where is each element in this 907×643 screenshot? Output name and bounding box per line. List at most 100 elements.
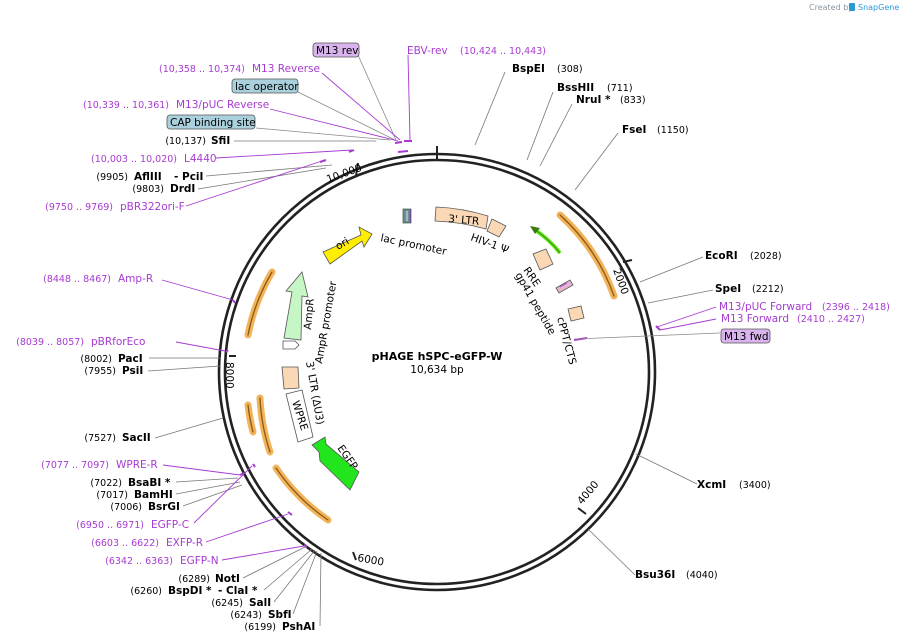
- enzyme-bsshii-pos: (711): [607, 83, 633, 94]
- cap-binding-label: CAP binding site: [170, 117, 256, 129]
- primer-m13-reverse: M13 Reverse: [252, 63, 320, 75]
- primer-pbr322ori-f-pos: (9750 .. 9769): [45, 202, 113, 213]
- primer-pbrforeco: pBRforEco: [91, 336, 145, 348]
- egfp-arrow: [311, 436, 360, 491]
- primer-egfp-c: EGFP-C: [151, 519, 189, 531]
- enzyme-spei: SpeI: [715, 283, 741, 295]
- enzyme-drdi-pos: (9803): [132, 184, 164, 195]
- enzyme-paci-pos: (8002): [80, 354, 112, 365]
- snapgene-logo-icon: [849, 3, 855, 11]
- primer-m13-puc-forward: M13/pUC Forward: [719, 301, 812, 313]
- m13-rev-box: [312, 42, 360, 58]
- enzyme-bspei: BspEI: [512, 63, 545, 75]
- ltr-au3-box: [281, 366, 300, 390]
- primer-amp-r: Amp-R: [118, 273, 153, 285]
- ltr3-label: 3' LTR: [448, 213, 480, 228]
- snapgene-logo-text: SnapGene: [858, 3, 899, 12]
- primer-wpre-r: WPRE-R: [116, 459, 158, 471]
- enzyme-bspei-pos: (308): [557, 64, 583, 75]
- wpre-box: [285, 389, 314, 443]
- ori-label: ori: [334, 235, 352, 252]
- inner-features: 3' LTR HIV-1 Ψ RRE gp41 peptide cPPT/CTS…: [281, 206, 585, 491]
- enzyme-nrui: NruI *: [576, 94, 611, 106]
- enzyme-psii-pos: (7955): [84, 366, 116, 377]
- enzyme-fsei-pos: (1150): [657, 125, 689, 136]
- lac-operator-box: [231, 78, 299, 94]
- lac-promoter-label: lac promoter: [379, 232, 448, 258]
- enzyme-bsu36i-pos: (4040): [686, 570, 718, 581]
- ori-arrow: [322, 226, 373, 265]
- primer-ebv-rev: EBV-rev: [407, 45, 448, 57]
- enzyme-leaders: [147, 71, 714, 627]
- enzyme-drdi: DrdI: [170, 183, 195, 195]
- primer-pbrforeco-pos: (8039 .. 8057): [16, 337, 84, 348]
- primer-egfp-c-pos: (6950 .. 6971): [76, 520, 144, 531]
- enzyme-bsshii: BssHII: [557, 82, 594, 94]
- enzyme-noti-pos: (6289): [178, 574, 210, 585]
- enzyme-bsu36i: Bsu36I: [635, 569, 675, 581]
- enzyme-pcii: - PciI: [174, 171, 203, 183]
- enzyme-clai: - ClaI *: [218, 585, 258, 597]
- enzyme-nrui-pos: (833): [620, 95, 646, 106]
- tick-label-4000: 4000: [575, 479, 601, 507]
- hiv-psi-box: [486, 218, 507, 238]
- enzyme-fsei: FseI: [622, 124, 646, 136]
- scale-ticks: [229, 146, 633, 561]
- primer-ebv-rev-pos: (10,424 .. 10,443): [460, 46, 546, 57]
- enzyme-spei-pos: (2212): [752, 284, 784, 295]
- primer-pbr322ori-f: pBR322ori-F: [120, 201, 185, 213]
- enzyme-bspdi: BspDI *: [168, 585, 212, 597]
- enzyme-pshai-pos: (6199): [244, 622, 276, 633]
- enzyme-sali-pos: (6245): [211, 598, 243, 609]
- ampr-promoter-label: AmpR promoter: [313, 280, 339, 365]
- primer-amp-r-pos: (8448 .. 8467): [43, 274, 111, 285]
- plasmid-name: pHAGE hSPC-eGFP-W: [372, 350, 503, 363]
- cppt-label: cPPT/CTS: [554, 316, 578, 367]
- plasmid-length: 10,634 bp: [410, 364, 464, 376]
- enzyme-bsrgi-pos: (7006): [110, 502, 142, 513]
- credit-prefix: Created by: [809, 3, 853, 12]
- enzyme-sacii: SacII: [122, 432, 151, 444]
- enzyme-bsabi: BsaBI *: [128, 477, 171, 489]
- primer-l4440-pos: (10,003 .. 10,020): [91, 154, 177, 165]
- primer-m13-reverse-pos: (10,358 .. 10,374): [159, 64, 245, 75]
- primer-exfp-r-pos: (6603 .. 6622): [91, 538, 159, 549]
- enzyme-xcmi: XcmI: [697, 479, 726, 491]
- box-leaders: [255, 54, 721, 340]
- enzyme-paci: PacI: [118, 353, 143, 365]
- m13-fwd-box: [720, 328, 771, 344]
- ltr3-box: [434, 206, 489, 230]
- enzyme-pshai: PshAI: [282, 621, 315, 633]
- primer-egfp-n-pos: (6342 .. 6363): [105, 556, 173, 567]
- rre-box: [532, 248, 554, 271]
- tick-label-8000: 8000: [223, 362, 235, 389]
- primer-l4440: L4440: [184, 153, 217, 165]
- enzyme-ecori-pos: (2028): [750, 251, 782, 262]
- primer-m13-forward-pos: (2410 .. 2427): [797, 314, 865, 325]
- m13-rev-label: M13 rev: [316, 45, 359, 57]
- primer-wpre-r-pos: (7077 .. 7097): [41, 460, 109, 471]
- enzyme-xcmi-pos: (3400): [739, 480, 771, 491]
- m13-fwd-label: M13 fwd: [724, 331, 769, 343]
- enzyme-afliii-pos: (9905): [96, 172, 128, 183]
- enzyme-bamhi-pos: (7017): [96, 490, 128, 501]
- primer-m13-forward: M13 Forward: [721, 313, 789, 325]
- enzyme-sali: SalI: [249, 597, 271, 609]
- cppt-box: [567, 305, 585, 322]
- tick-label-6000: 6000: [356, 552, 384, 568]
- cap-binding-box: [166, 114, 256, 130]
- ampr-arrow: [283, 271, 309, 341]
- lac-operator-label: lac operator: [235, 81, 299, 93]
- enzyme-bspdi-pos: (6260): [130, 586, 162, 597]
- enzyme-noti: NotI: [215, 573, 240, 585]
- primer-egfp-n: EGFP-N: [180, 555, 219, 567]
- enzyme-sacii-pos: (7527): [84, 433, 116, 444]
- primer-leaders: [161, 54, 717, 561]
- enzyme-bamhi: BamHI: [134, 489, 173, 501]
- enzyme-bsabi-pos: (7022): [90, 478, 122, 489]
- enzyme-sfii-pos: (10,137): [165, 136, 206, 147]
- enzyme-ecori: EcoRI: [705, 250, 738, 262]
- enzyme-sbfi-pos: (6243): [230, 610, 262, 621]
- ampr-label: AmpR: [302, 298, 317, 330]
